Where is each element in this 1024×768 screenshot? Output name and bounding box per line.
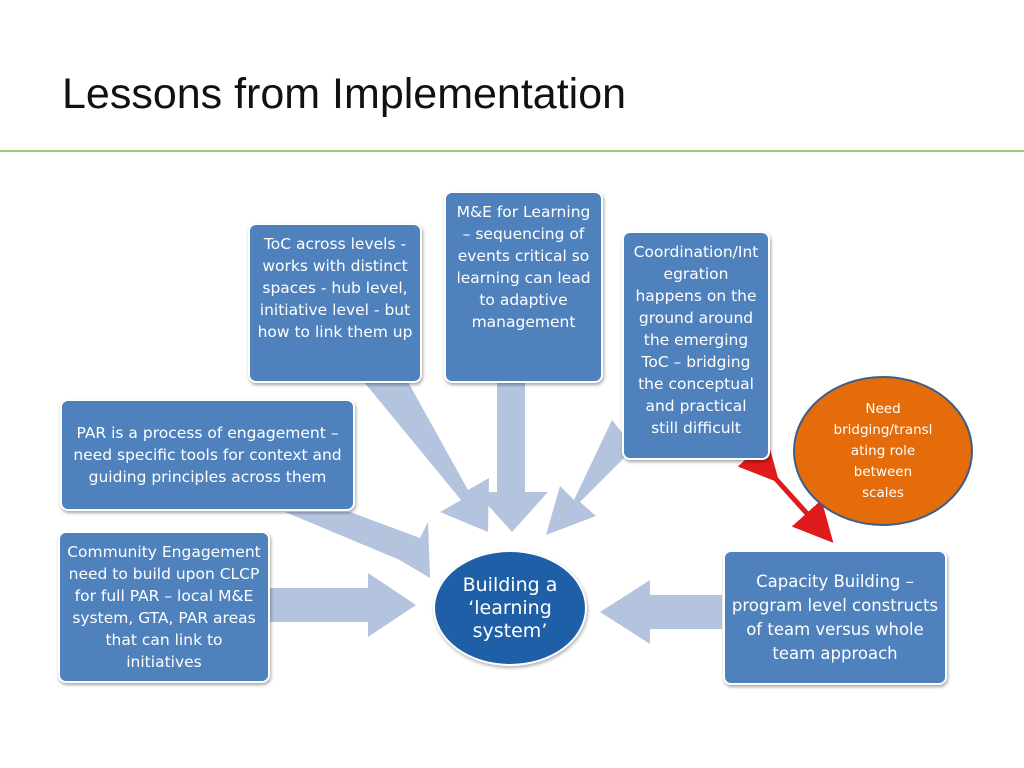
box-me-learning-text: M&E for Learning – sequencing of events … bbox=[456, 203, 591, 331]
callout-circle-text: Need bridging/translating role between s… bbox=[833, 400, 933, 501]
box-coordination: Coordination/Integration happens on the … bbox=[622, 231, 770, 460]
arrow-community bbox=[270, 573, 416, 637]
center-node-text: Building a ‘learning system’ bbox=[462, 573, 558, 642]
arrow-me bbox=[476, 382, 548, 532]
box-capacity-text: Capacity Building – program level constr… bbox=[731, 571, 939, 663]
box-capacity: Capacity Building – program level constr… bbox=[723, 550, 947, 685]
box-par-text: PAR is a process of engagement – need sp… bbox=[73, 424, 342, 486]
arrow-par bbox=[285, 512, 430, 578]
slide-title: Lessons from Implementation bbox=[62, 70, 627, 118]
box-toc-levels-text: ToC across levels - works with distinct … bbox=[257, 235, 413, 341]
center-node: Building a ‘learning system’ bbox=[433, 550, 587, 666]
box-par: PAR is a process of engagement – need sp… bbox=[60, 399, 355, 511]
arrow-toc bbox=[364, 382, 489, 532]
callout-circle: Need bridging/translating role between s… bbox=[793, 376, 973, 526]
arrow-capacity bbox=[600, 580, 722, 644]
title-divider bbox=[0, 150, 1024, 152]
box-community: Community Engagement need to build upon … bbox=[58, 531, 270, 683]
arrow-coordination bbox=[546, 420, 634, 535]
box-me-learning: M&E for Learning – sequencing of events … bbox=[444, 191, 603, 383]
double-arrow bbox=[737, 439, 834, 543]
box-coordination-text: Coordination/Integration happens on the … bbox=[633, 243, 759, 437]
box-toc-levels: ToC across levels - works with distinct … bbox=[248, 223, 422, 383]
box-community-text: Community Engagement need to build upon … bbox=[67, 543, 261, 671]
